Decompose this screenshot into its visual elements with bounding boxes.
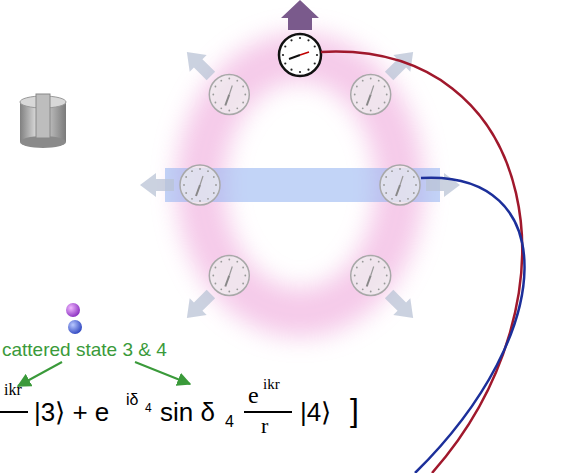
purple-atom: [66, 303, 80, 317]
formula-term: |4⟩: [300, 399, 331, 425]
formula-subscript: 4: [225, 414, 234, 430]
emission-arrow: [140, 173, 174, 197]
formula-bracket: ]: [350, 394, 359, 426]
atom-clocks: [180, 74, 420, 295]
formula-superscript: ikr: [263, 377, 280, 392]
cavity-icon: [20, 94, 66, 148]
fraction-bar: [0, 411, 28, 413]
annotation: cattered state 3 & 4: [2, 340, 167, 359]
atom-clock: [209, 256, 249, 296]
emission-arrow: [381, 285, 422, 326]
formula-subscript: 4: [145, 402, 152, 414]
blue-atom: [68, 320, 82, 334]
formula-term: r: [261, 415, 268, 437]
formula-superscript: iδ: [126, 392, 138, 408]
main-clock: [279, 34, 321, 76]
emission-arrow: [178, 44, 219, 85]
blue-curve: [415, 178, 525, 473]
atom-clock: [351, 256, 391, 296]
main-arrow: [281, 0, 319, 30]
formula-term: |3⟩ + e: [34, 399, 109, 425]
atom-clock: [180, 165, 220, 205]
formula-term: e: [248, 383, 259, 407]
pointer-arrow: [18, 362, 62, 386]
formula-superscript: ikr: [4, 382, 22, 398]
atom-clock: [380, 165, 420, 205]
emission-arrow: [178, 285, 219, 326]
fraction-bar: [244, 411, 292, 413]
atom-clock: [351, 74, 391, 114]
atom-clock: [209, 74, 249, 114]
emission-arrows: [140, 44, 460, 327]
emission-arrow: [381, 44, 422, 85]
pointer-arrow: [135, 362, 190, 384]
red-curve: [321, 52, 522, 473]
formula-term: sin δ: [160, 399, 215, 425]
